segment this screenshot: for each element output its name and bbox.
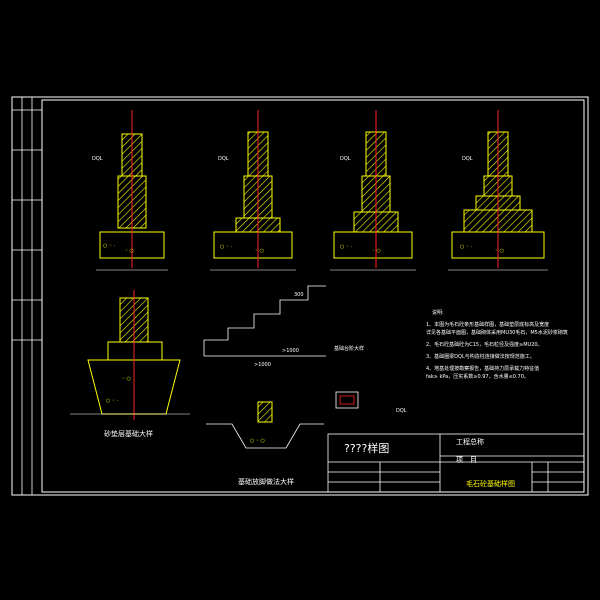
foundation-section-1: ○ ◦ · ◦ ○ [96, 110, 168, 271]
dql-label-3: DQL [340, 156, 351, 162]
svg-text:○ ◦ ·: ○ ◦ · [106, 398, 118, 404]
step-detail [203, 285, 326, 357]
item-label: 项 目 [456, 456, 477, 464]
step-detail-title: 基础台阶大样 [334, 345, 364, 352]
outer-frame [11, 96, 589, 496]
svg-text:◦ ○: ◦ ○ [495, 248, 504, 254]
foundation-section-3: ○ ◦ · ◦ ○ [330, 110, 416, 271]
svg-text:○ ◦ ·: ○ ◦ · [340, 244, 352, 250]
footing-sketch-title: 基础放脚做法大样 [238, 477, 294, 486]
svg-text:◦ ○: ◦ ○ [372, 248, 381, 254]
notes-line-4: 3、基础圈梁DQL与构造柱连接做法按规范施工。 [426, 353, 535, 360]
title-block [327, 433, 585, 493]
dql-label-1: DQL [92, 156, 103, 162]
svg-text:○ ◦ ○: ○ ◦ ○ [250, 438, 265, 444]
drawing-name: 毛石砼基础样图 [466, 479, 515, 488]
sand-cushion-title: 砂垫层基础大样 [104, 429, 153, 438]
notes-line-3: 2、毛石砼基础砼为C15，毛石粒径及强度≥MU20。 [426, 341, 543, 348]
inner-frame [41, 99, 585, 493]
dql-label-4: DQL [462, 156, 473, 162]
step-dim-c: >1000 [254, 362, 271, 368]
binding-strip [12, 97, 42, 495]
step-dim-a: 300 [294, 292, 304, 298]
foundation-section-4: ○ ◦ · ◦ ○ [448, 110, 548, 271]
sand-cushion-detail: ○ ◦ · ◦ ○ [70, 290, 190, 420]
notes-block: 说明: 1、本图为毛石砼条形基础样图，基础垫层底标高及宽度 详见各基础平面图，基… [426, 309, 568, 380]
footing-sketch: ○ ◦ ○ [206, 401, 324, 449]
notes-heading: 说明: [432, 309, 444, 316]
notes-line-1: 1、本图为毛石砼条形基础样图，基础垫层底标高及宽度 [426, 321, 549, 328]
step-dim-b: >1000 [282, 348, 299, 354]
svg-text:○ ◦ ·: ○ ◦ · [220, 244, 232, 250]
svg-text:○ ◦ ·: ○ ◦ · [460, 244, 472, 250]
svg-text:◦ ○: ◦ ○ [125, 248, 134, 254]
notes-line-5: 4、地基处理按勘察报告，基础持力层承载力特征值 [426, 365, 539, 372]
foundation-section-2: ○ ◦ · ◦ ○ [210, 110, 296, 271]
project-label: 工程总称 [456, 437, 484, 446]
dql-label-2: DQL [218, 156, 229, 162]
svg-text:◦ ○: ◦ ○ [255, 248, 264, 254]
dql-section [335, 391, 359, 409]
notes-line-2: 详见各基础平面图，基础砌体采用MU30毛石，M5水泥砂浆砌筑 [426, 329, 568, 336]
svg-text:◦ ○: ◦ ○ [122, 376, 131, 382]
notes-line-6: fak≥ kPa，压实系数≥0.97，含水量≤0.70。 [426, 373, 529, 380]
dql-section-label: DQL [396, 408, 407, 414]
svg-text:○ ◦ ·: ○ ◦ · [103, 243, 115, 249]
drawing-title: ????样图 [344, 441, 389, 455]
